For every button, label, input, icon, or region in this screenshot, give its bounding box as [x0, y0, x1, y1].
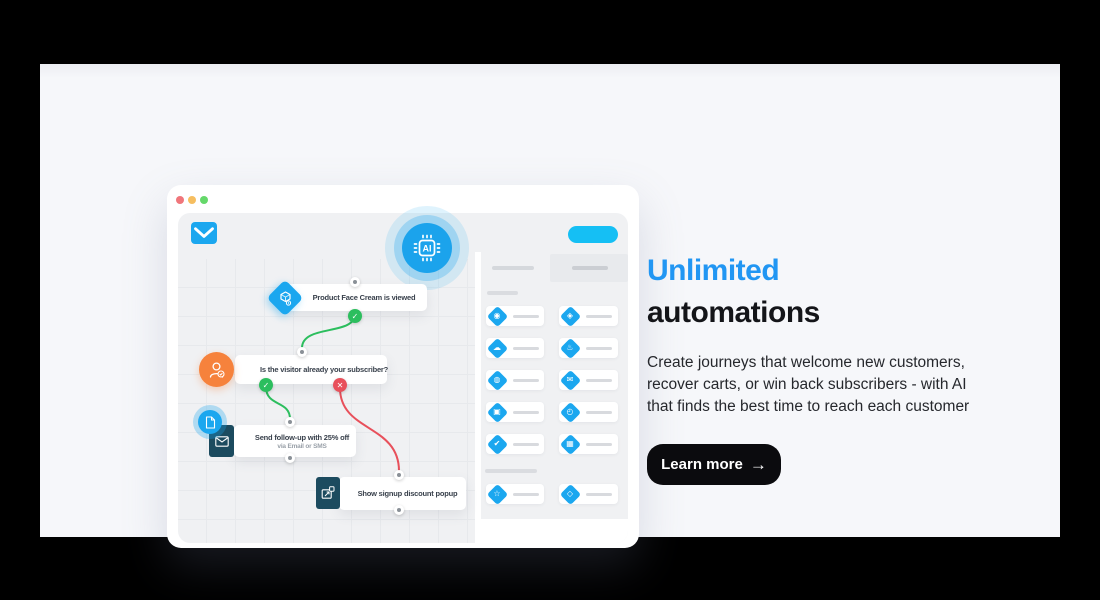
user-icon: ◉ — [493, 311, 501, 320]
automation-item[interactable]: ✔ — [486, 433, 544, 455]
clock-icon: ◴ — [566, 407, 574, 416]
app-canvas: AI ◉ ◈ ☁ ♨ ◍ — [178, 206, 628, 543]
check-square-icon: ✔ — [493, 439, 501, 448]
heading-line-1: Unlimited — [647, 254, 780, 287]
connector-dot[interactable] — [285, 453, 295, 463]
flow-node-label: Show signup discount popup — [357, 489, 458, 498]
traffic-light-zoom-icon[interactable] — [200, 196, 208, 204]
sidebar-divider — [475, 252, 481, 543]
flow-node-label: Send follow-up with 25% off — [254, 432, 350, 442]
mail-icon: ✉ — [566, 375, 574, 384]
sidebar-section-label-2 — [485, 469, 537, 473]
mail-logo-icon[interactable] — [191, 222, 217, 244]
star-icon: ☆ — [493, 489, 501, 498]
learn-more-label: Learn more — [661, 456, 743, 473]
heading-line-2: automations — [647, 296, 820, 329]
automation-item[interactable]: ◍ — [486, 369, 544, 391]
automation-item[interactable]: ▣ — [486, 401, 544, 423]
sidebar-tab-inactive[interactable] — [492, 266, 534, 270]
item-label-placeholder — [586, 492, 612, 496]
traffic-light-minimize-icon[interactable] — [188, 196, 196, 204]
yes-branch-icon: ✓ — [348, 309, 362, 323]
flow-node-action-popup[interactable]: Show signup discount popup — [339, 477, 466, 510]
header-action-button[interactable] — [568, 226, 618, 243]
item-label-placeholder — [513, 378, 539, 382]
flame-icon: ♨ — [566, 343, 574, 352]
item-label-placeholder — [513, 346, 539, 350]
tab-label-placeholder — [572, 266, 608, 270]
browser-window-mockup: AI ◉ ◈ ☁ ♨ ◍ — [167, 185, 639, 548]
learn-more-button[interactable]: Learn more → — [647, 444, 781, 485]
item-label-placeholder — [586, 378, 612, 382]
item-label-placeholder — [586, 314, 612, 318]
section-background: AI ◉ ◈ ☁ ♨ ◍ — [40, 64, 1060, 548]
automation-item[interactable]: ♨ — [559, 337, 618, 359]
automation-item[interactable]: ◇ — [559, 483, 618, 505]
sidebar-section-label — [487, 291, 518, 295]
flow-node-trigger[interactable]: Product Face Cream is viewed — [283, 284, 427, 311]
item-label-placeholder — [513, 410, 539, 414]
document-icon — [198, 410, 222, 434]
connector-dot[interactable] — [350, 277, 360, 287]
cloud-icon: ☁ — [493, 343, 501, 352]
ai-chip-icon: AI — [402, 223, 452, 273]
ai-badge-halo: AI — [385, 206, 469, 290]
arrow-right-icon: → — [749, 455, 767, 474]
automation-item[interactable]: ▦ — [559, 433, 618, 455]
item-label-placeholder — [586, 410, 612, 414]
user-plus-icon: ◍ — [493, 375, 501, 384]
item-label-placeholder — [586, 442, 612, 446]
traffic-light-close-icon[interactable] — [176, 196, 184, 204]
automation-item[interactable]: ◴ — [559, 401, 618, 423]
flow-node-condition[interactable]: Is the visitor already your subscriber? — [235, 355, 389, 384]
connector-dot[interactable] — [394, 470, 404, 480]
flow-node-sublabel: via Email or SMS — [277, 442, 327, 450]
ai-badge-halo-inner: AI — [394, 215, 460, 281]
connector-dot[interactable] — [285, 417, 295, 427]
popup-action-icon[interactable] — [316, 477, 340, 509]
item-label-placeholder — [513, 492, 539, 496]
flow-node-label: Product Face Cream is viewed — [312, 293, 416, 302]
sidebar-bottom-spacer — [481, 519, 628, 543]
flow-node-action-email[interactable]: Send follow-up with 25% off via Email or… — [234, 425, 356, 457]
body-text: Create journeys that welcome new custome… — [647, 354, 970, 415]
copy-icon: ▣ — [493, 407, 501, 416]
sidebar-tab-active[interactable] — [550, 254, 628, 282]
item-label-placeholder — [513, 314, 539, 318]
subscriber-check-icon[interactable] — [199, 352, 234, 387]
tag-icon: ◈ — [566, 311, 574, 320]
ai-label: AI — [423, 244, 432, 254]
automation-item[interactable]: ✉ — [559, 369, 618, 391]
ticket-icon: ◇ — [566, 489, 574, 498]
product-view-icon[interactable] — [266, 279, 304, 317]
automation-item[interactable]: ☁ — [486, 337, 544, 359]
item-label-placeholder — [586, 346, 612, 350]
automation-item[interactable]: ◈ — [559, 305, 618, 327]
flow-node-label: Is the visitor already your subscriber? — [259, 365, 389, 374]
no-branch-icon: ✕ — [333, 378, 347, 392]
grid-icon: ▦ — [566, 439, 574, 448]
automation-item[interactable]: ◉ — [486, 305, 544, 327]
connector-dot[interactable] — [394, 505, 404, 515]
yes-branch-icon: ✓ — [259, 378, 273, 392]
item-label-placeholder — [513, 442, 539, 446]
automation-item[interactable]: ☆ — [486, 483, 544, 505]
connector-dot[interactable] — [297, 347, 307, 357]
